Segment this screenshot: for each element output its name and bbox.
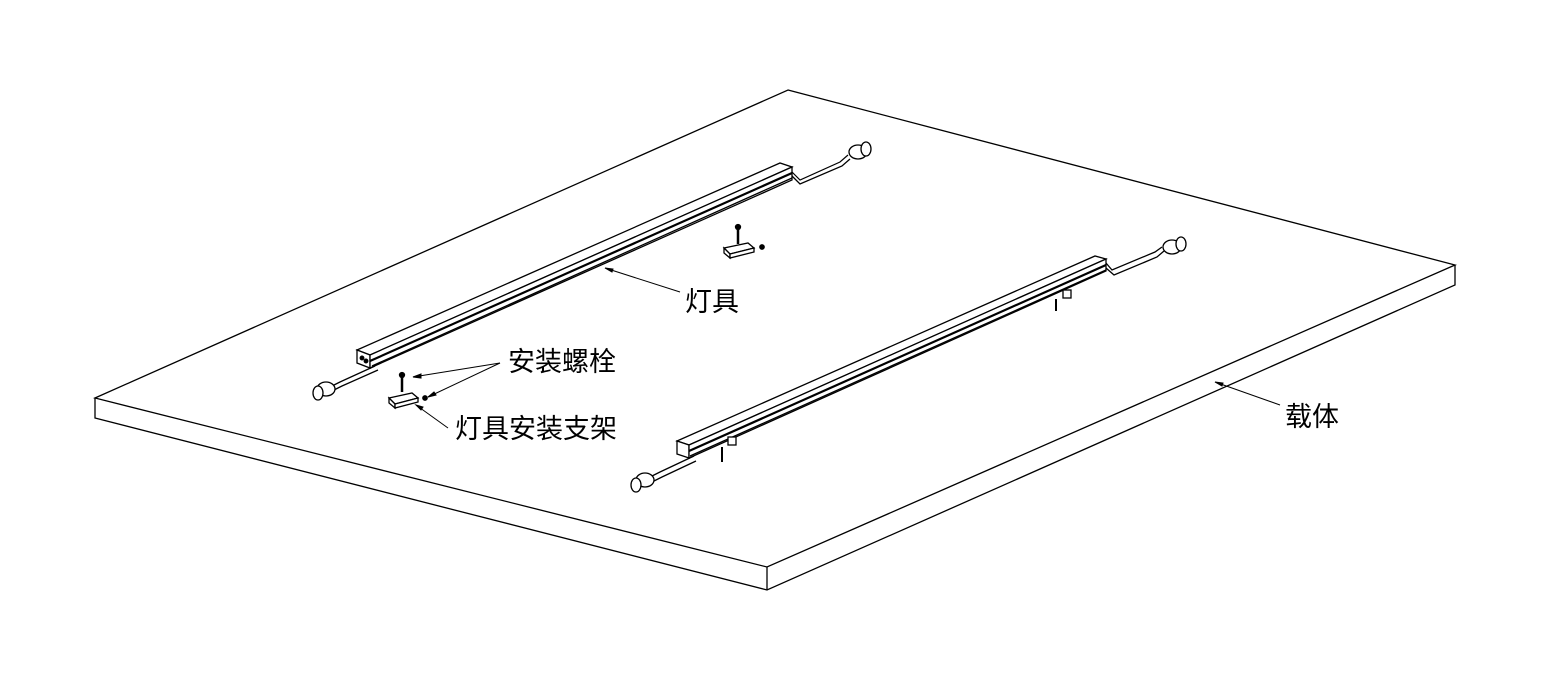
label-fixture: 灯具 bbox=[685, 287, 739, 318]
carrier-plate bbox=[93, 89, 1457, 591]
leader-lines bbox=[412, 267, 1281, 429]
bracket-and-bolt-lower bbox=[387, 371, 428, 410]
connector-icon bbox=[1162, 236, 1187, 255]
light-fixture-1 bbox=[312, 141, 872, 401]
bracket-and-bolt-upper bbox=[722, 223, 765, 260]
connector-icon bbox=[848, 141, 872, 160]
light-fixture-2 bbox=[630, 236, 1187, 493]
label-fixture-bracket: 灯具安装支架 bbox=[455, 414, 617, 445]
connector-icon bbox=[312, 381, 336, 401]
label-carrier: 载体 bbox=[1285, 402, 1339, 433]
label-mounting-bolt: 安装螺栓 bbox=[508, 347, 616, 378]
connector-icon bbox=[630, 472, 655, 493]
